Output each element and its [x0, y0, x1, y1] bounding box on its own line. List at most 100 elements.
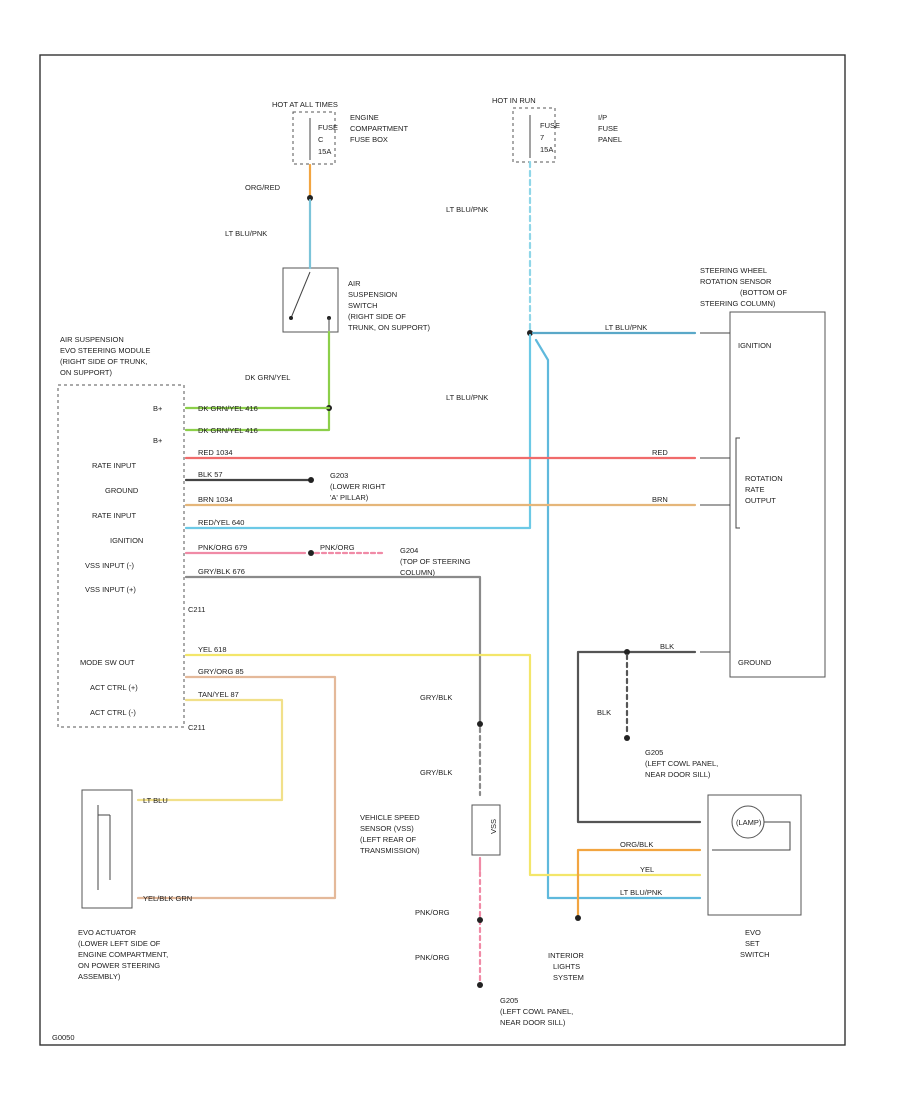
interior-label-1: INTERIOR	[548, 951, 584, 960]
sensor-title-2: ROTATION SENSOR	[700, 277, 772, 286]
label-blk: BLK	[597, 708, 611, 717]
interior-label-2: LIGHTS	[553, 962, 580, 971]
module-connector-1: C211	[188, 605, 205, 614]
switch-label-5: TRUNK, ON SUPPORT)	[348, 323, 430, 332]
fuse-box-ip: HOT IN RUN FUSE 7 15A I/P FUSE PANEL	[492, 96, 622, 163]
vss-label-2: SENSOR (VSS)	[360, 824, 414, 833]
label-w7: PNK/ORG 679	[198, 543, 247, 552]
label-org-blk: ORG/BLK	[620, 840, 653, 849]
wire-tan-yel-act	[136, 698, 284, 802]
label-gry-blk-2: GRY/BLK	[420, 768, 452, 777]
g205b-1: G205	[500, 996, 518, 1005]
switch-box	[282, 267, 339, 333]
fuse2-loc-2: FUSE	[598, 124, 618, 133]
label-lt-blu-pnk-4: LT BLU/PNK	[446, 393, 488, 402]
label-w8: GRY/BLK 676	[198, 567, 245, 576]
sensor-pin-2: ROTATION	[745, 474, 783, 483]
g205-1: G205	[645, 748, 663, 757]
label-w10: GRY/ORG 85	[198, 667, 244, 676]
sensor-title-4: STEERING COLUMN)	[700, 299, 776, 308]
switch-label-2: SUSPENSION	[348, 290, 397, 299]
module-pin-2: B+	[153, 436, 163, 445]
wire-yel-mode	[184, 653, 702, 877]
wire-evo-switch-blu	[534, 338, 702, 900]
module-pin-8: VSS INPUT (+)	[85, 585, 136, 594]
wire-gry-org-act	[136, 675, 337, 900]
module-box	[57, 384, 185, 728]
evo-switch-label-2: SET	[745, 939, 760, 948]
label-lt-blu-pnk-3: LT BLU/PNK	[605, 323, 647, 332]
g203-3: 'A' PILLAR)	[330, 493, 369, 502]
module-pin-5: RATE INPUT	[92, 511, 136, 520]
label-w6: RED/YEL 640	[198, 518, 244, 527]
vss-label-3: (LEFT REAR OF	[360, 835, 417, 844]
fuse2-label: FUSE	[540, 121, 560, 130]
wire-org-blk	[576, 848, 702, 917]
vss-label-4: TRANSMISSION)	[360, 846, 420, 855]
air-suspension-switch: AIR SUSPENSION SWITCH (RIGHT SIDE OF TRU…	[282, 267, 430, 333]
label-pnk-org-1: PNK/ORG	[415, 908, 450, 917]
wire-blk-sensor-ground	[576, 650, 702, 824]
module-pin-3: RATE INPUT	[92, 461, 136, 470]
label-lt-blu-pnk-2: LT BLU/PNK	[446, 205, 488, 214]
wire-gry-blk-vss-pos	[184, 575, 482, 724]
fuse2-loc-3: PANEL	[598, 135, 622, 144]
g204-1: G204	[400, 546, 418, 555]
vss-box	[471, 804, 501, 856]
vehicle-speed-sensor: VSS VEHICLE SPEED SENSOR (VSS) (LEFT REA…	[360, 804, 501, 856]
diagram-frame	[39, 54, 846, 1046]
label-lt-blu: LT BLU	[143, 796, 168, 805]
fuse2-loc-1: I/P	[598, 113, 607, 122]
fuse1-box	[292, 111, 336, 165]
actuator-label-1: EVO ACTUATOR	[78, 928, 137, 937]
label-blk-s: BLK	[660, 642, 674, 651]
fuse2-num: 7	[540, 133, 544, 142]
label-gry-blk-1: GRY/BLK	[420, 693, 452, 702]
actuator-label-4: ON POWER STEERING	[78, 961, 160, 970]
label-w7b: PNK/ORG	[320, 543, 355, 552]
fuse2-hot-label: HOT IN RUN	[492, 96, 536, 105]
svg-text:VSS: VSS	[489, 819, 498, 834]
sensor-pin-4: OUTPUT	[745, 496, 776, 505]
fuse1-loc-1: ENGINE	[350, 113, 379, 122]
fuse1-num: C	[318, 135, 324, 144]
actuator-label-2: (LOWER LEFT SIDE OF	[78, 939, 161, 948]
actuator-label-5: ASSEMBLY)	[78, 972, 121, 981]
wire-dk-grn-yel-b2	[184, 330, 331, 432]
label-lt-blu-pnk-6: LT BLU/PNK	[620, 888, 662, 897]
evo-actuator: LT BLU YEL/BLK GRN EVO ACTUATOR (LOWER L…	[78, 789, 192, 981]
wire-module-ignition	[184, 333, 532, 530]
svg-text:(LAMP): (LAMP)	[736, 818, 762, 827]
switch-label-3: SWITCH	[348, 301, 378, 310]
label-yel: YEL	[640, 865, 654, 874]
module-title-2: EVO STEERING MODULE	[60, 346, 150, 355]
label-w9: YEL 618	[198, 645, 227, 654]
evo-steering-module: AIR SUSPENSION EVO STEERING MODULE (RIGH…	[57, 335, 205, 732]
g205b-2: (LEFT COWL PANEL,	[500, 1007, 573, 1016]
fuse1-hot-label: HOT AT ALL TIMES	[272, 100, 338, 109]
module-pin-10: ACT CTRL (+)	[90, 683, 138, 692]
g205-3: NEAR DOOR SILL)	[645, 770, 711, 779]
label-w1: DK GRN/YEL 416	[198, 404, 258, 413]
footer-code: G0050	[52, 1033, 75, 1042]
steering-rotation-sensor: STEERING WHEEL ROTATION SENSOR (BOTTOM O…	[700, 266, 826, 678]
label-w2: DK GRN/YEL 416	[198, 426, 258, 435]
module-title-4: ON SUPPORT)	[60, 368, 112, 377]
g203-1: G203	[330, 471, 348, 480]
interior-label-3: SYSTEM	[553, 973, 584, 982]
label-brn: BRN	[652, 495, 668, 504]
sensor-pin-5: GROUND	[738, 658, 772, 667]
actuator-label-3: ENGINE COMPARTMENT,	[78, 950, 168, 959]
switch-label-1: AIR	[348, 279, 361, 288]
evo-switch-label-3: SWITCH	[740, 950, 770, 959]
module-pin-6: IGNITION	[110, 536, 143, 545]
g204-2: (TOP OF STEERING	[400, 557, 471, 566]
label-w5: BRN 1034	[198, 495, 233, 504]
module-pin-9: MODE SW OUT	[80, 658, 135, 667]
label-org-red: ORG/RED	[245, 183, 281, 192]
g205b-3: NEAR DOOR SILL)	[500, 1018, 566, 1027]
evo-switch-label-1: EVO	[745, 928, 761, 937]
module-title-1: AIR SUSPENSION	[60, 335, 124, 344]
fuse1-amp: 15A	[318, 147, 331, 156]
